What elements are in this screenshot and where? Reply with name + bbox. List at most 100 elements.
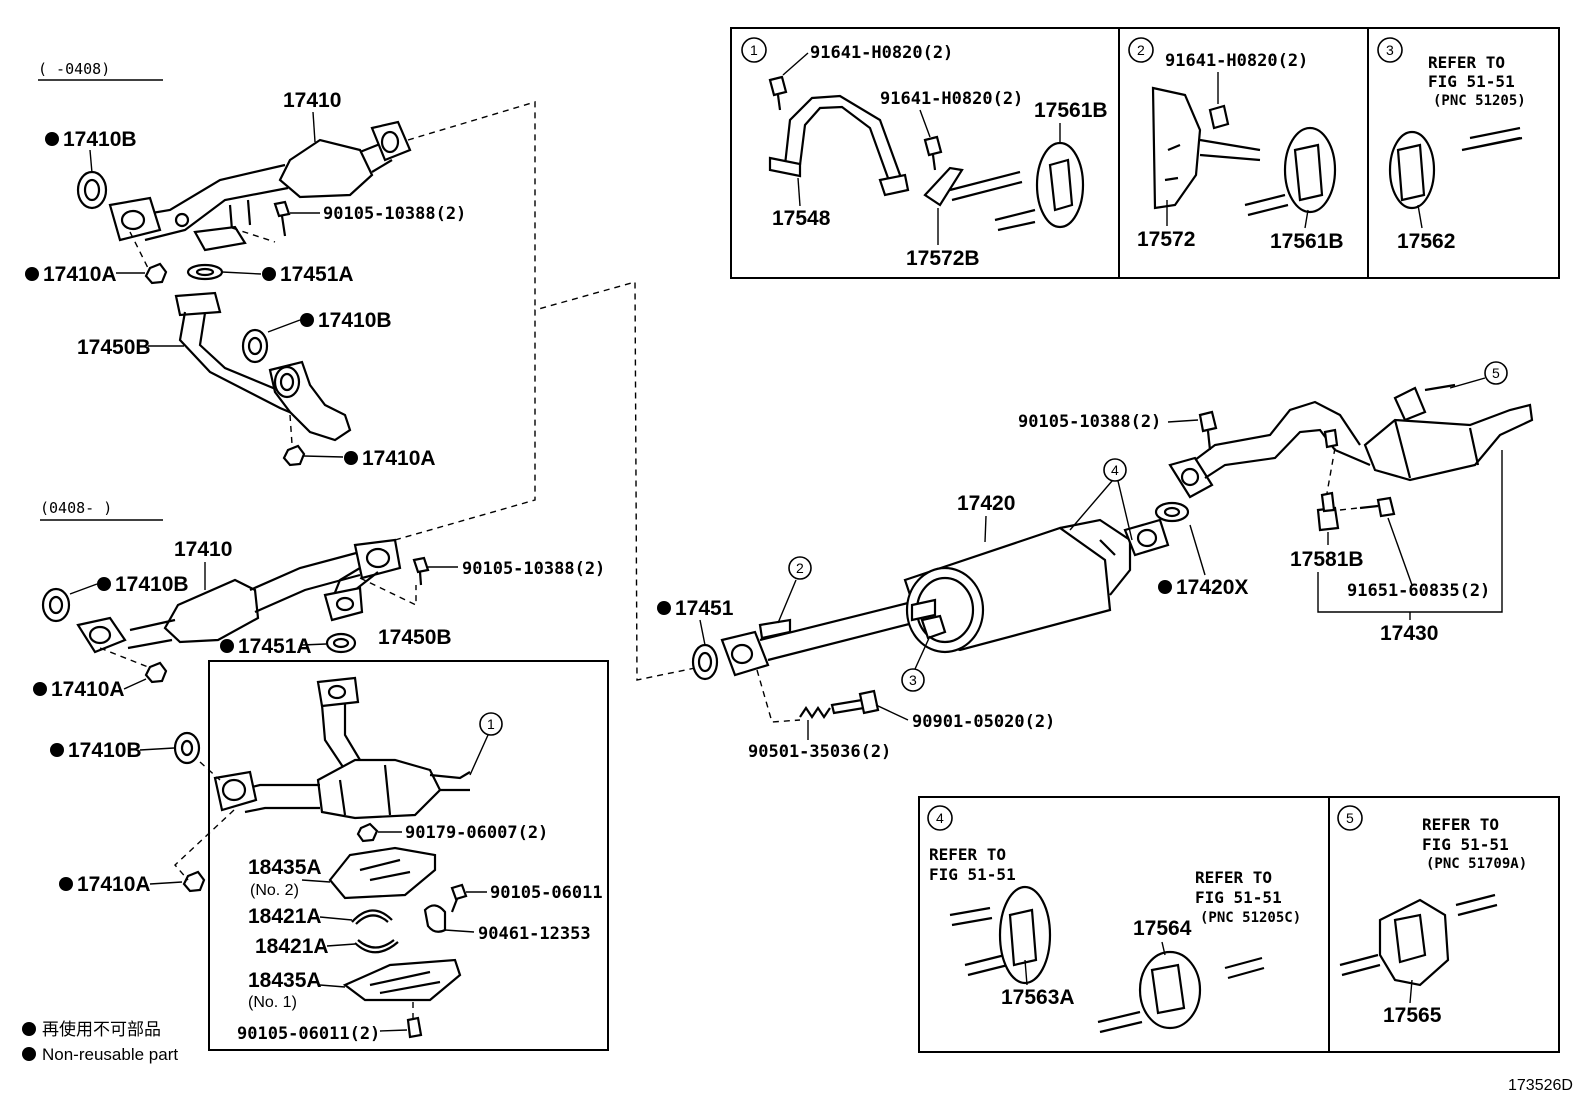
callout-4[interactable] bbox=[1103, 458, 1127, 482]
non-reusable-marker bbox=[262, 267, 276, 281]
bolt-91641-H0820-c[interactable] bbox=[1208, 104, 1230, 130]
hanger-17563A[interactable] bbox=[998, 885, 1052, 985]
part-label: 90105-10388(2) bbox=[323, 204, 466, 224]
part-label: 17410A bbox=[362, 447, 436, 470]
legend-jp: 再使用不可部品 bbox=[42, 1019, 161, 1039]
hanger-17561B[interactable] bbox=[1244, 126, 1337, 217]
refer-to-text: FIG 51-51 bbox=[929, 865, 1016, 884]
non-reusable-marker bbox=[344, 451, 358, 465]
svg-text:2: 2 bbox=[1137, 42, 1145, 58]
part-label: 17561B bbox=[1270, 230, 1344, 253]
part-label: 17572 bbox=[1137, 228, 1195, 251]
svg-text:1: 1 bbox=[487, 716, 495, 732]
part-label: 17410B bbox=[68, 739, 142, 762]
part-label: 18421A bbox=[255, 935, 329, 958]
bolt-90105-06011-2[interactable] bbox=[406, 1016, 423, 1039]
gasket-17410B[interactable] bbox=[173, 731, 201, 765]
legend-marker bbox=[22, 1047, 36, 1061]
part-label: 18421A bbox=[248, 905, 322, 928]
part-label: 17410A bbox=[77, 873, 151, 896]
bolt-91641-H0820-b[interactable] bbox=[923, 135, 943, 171]
nut-17410A[interactable] bbox=[144, 262, 168, 285]
part-label: 90179-06007(2) bbox=[405, 823, 548, 843]
clamp-18421A-lower[interactable] bbox=[354, 939, 399, 954]
bracket-17572[interactable] bbox=[1151, 86, 1261, 210]
part-label: 90105-10388(2) bbox=[1018, 412, 1161, 432]
bracket-17548[interactable] bbox=[768, 94, 910, 197]
gasket-17451[interactable] bbox=[691, 643, 719, 681]
refer-to-text: FIG 51-51 bbox=[1195, 888, 1282, 907]
hanger-17564[interactable] bbox=[1138, 950, 1202, 1030]
hanger-17562[interactable] bbox=[1388, 130, 1436, 210]
front-pipe-17450B-post-0408[interactable] bbox=[213, 676, 471, 820]
part-label: 17450B bbox=[378, 626, 452, 649]
refer-to-text: (PNC 51709A) bbox=[1426, 856, 1527, 872]
clamp-90461-12353[interactable] bbox=[423, 904, 447, 933]
non-reusable-marker bbox=[220, 639, 234, 653]
bolt-90105-10388[interactable] bbox=[412, 556, 430, 586]
gasket-17451A[interactable] bbox=[186, 263, 224, 281]
heat-insulator-18435A-no2[interactable] bbox=[328, 846, 437, 900]
svg-text:5: 5 bbox=[1346, 810, 1354, 826]
nut-90179[interactable] bbox=[356, 822, 379, 843]
nut-17410A[interactable] bbox=[144, 661, 168, 684]
svg-text:5: 5 bbox=[1492, 365, 1500, 381]
clamp-18421A-upper[interactable] bbox=[351, 909, 393, 925]
bolt-90901[interactable] bbox=[830, 689, 880, 715]
refer-to-text: FIG 51-51 bbox=[1422, 835, 1509, 854]
refer-to-text: REFER TO bbox=[929, 845, 1006, 864]
nut-17410A[interactable] bbox=[182, 870, 206, 893]
spring-90501[interactable] bbox=[799, 706, 831, 719]
gasket-17410B[interactable] bbox=[76, 170, 108, 210]
bolt-91641-H0820-a[interactable] bbox=[768, 75, 788, 111]
part-label: 17410 bbox=[174, 538, 232, 561]
tail-pipe-17430[interactable] bbox=[1168, 383, 1534, 499]
part-label: 18435A bbox=[248, 856, 322, 879]
center-exhaust-pipe-17420[interactable] bbox=[720, 518, 1170, 677]
part-label: 91641-H0820(2) bbox=[880, 89, 1023, 109]
part-label: (No. 2) bbox=[250, 882, 299, 899]
part-label: 17451A bbox=[238, 635, 312, 658]
detail-box-hangers-4-5 bbox=[918, 796, 1560, 1053]
bolt-90105-10388-tail[interactable] bbox=[1198, 410, 1218, 451]
svg-text:3: 3 bbox=[909, 672, 917, 688]
part-label: 90461-12353 bbox=[478, 924, 591, 944]
front-pipe-17450B-pre-0408[interactable] bbox=[174, 291, 352, 442]
heat-insulator-18435A-no1[interactable] bbox=[342, 958, 462, 1002]
refer-to-text: (PNC 51205) bbox=[1433, 93, 1526, 109]
part-label: 17410B bbox=[115, 573, 189, 596]
detail-2-number bbox=[1128, 37, 1154, 63]
front-exhaust-pipe-post-0408[interactable] bbox=[76, 538, 402, 654]
hanger-17561B[interactable] bbox=[994, 141, 1085, 232]
svg-text:3: 3 bbox=[1386, 42, 1394, 58]
callout-1[interactable] bbox=[479, 712, 503, 736]
non-reusable-marker bbox=[97, 577, 111, 591]
callout-5[interactable] bbox=[1484, 361, 1508, 385]
hanger-17565[interactable] bbox=[1378, 898, 1450, 987]
gasket-17410B[interactable] bbox=[241, 328, 269, 364]
part-label: 17451A bbox=[280, 263, 354, 286]
callout-3[interactable] bbox=[901, 668, 925, 692]
gasket-17451A[interactable] bbox=[325, 632, 357, 654]
front-pipe-17450B-detail-box bbox=[208, 660, 609, 1051]
gasket-17420X[interactable] bbox=[1154, 501, 1190, 523]
part-label: 17564 bbox=[1133, 917, 1192, 940]
detail-box-hangers-1-3 bbox=[730, 27, 1560, 279]
detail-3-number bbox=[1377, 37, 1403, 63]
hanger-17581B[interactable] bbox=[1316, 491, 1340, 532]
non-reusable-marker bbox=[50, 743, 64, 757]
part-label: 17451 bbox=[675, 597, 734, 620]
front-exhaust-pipe-pre-0408[interactable] bbox=[108, 120, 412, 252]
svg-text:4: 4 bbox=[1111, 462, 1119, 478]
part-label: 90105-06011 bbox=[490, 883, 603, 903]
bolt-90105-06011[interactable] bbox=[450, 883, 468, 913]
refer-to-text: (PNC 51205C) bbox=[1200, 910, 1301, 926]
gasket-17410B[interactable] bbox=[41, 587, 71, 623]
callout-2[interactable] bbox=[788, 556, 812, 580]
nut-17410A[interactable] bbox=[282, 444, 306, 467]
part-label: 17562 bbox=[1397, 230, 1455, 253]
bolt-90105-10388[interactable] bbox=[273, 200, 291, 237]
stay-17572B[interactable] bbox=[923, 166, 1023, 207]
bolt-91651[interactable] bbox=[1359, 496, 1396, 518]
